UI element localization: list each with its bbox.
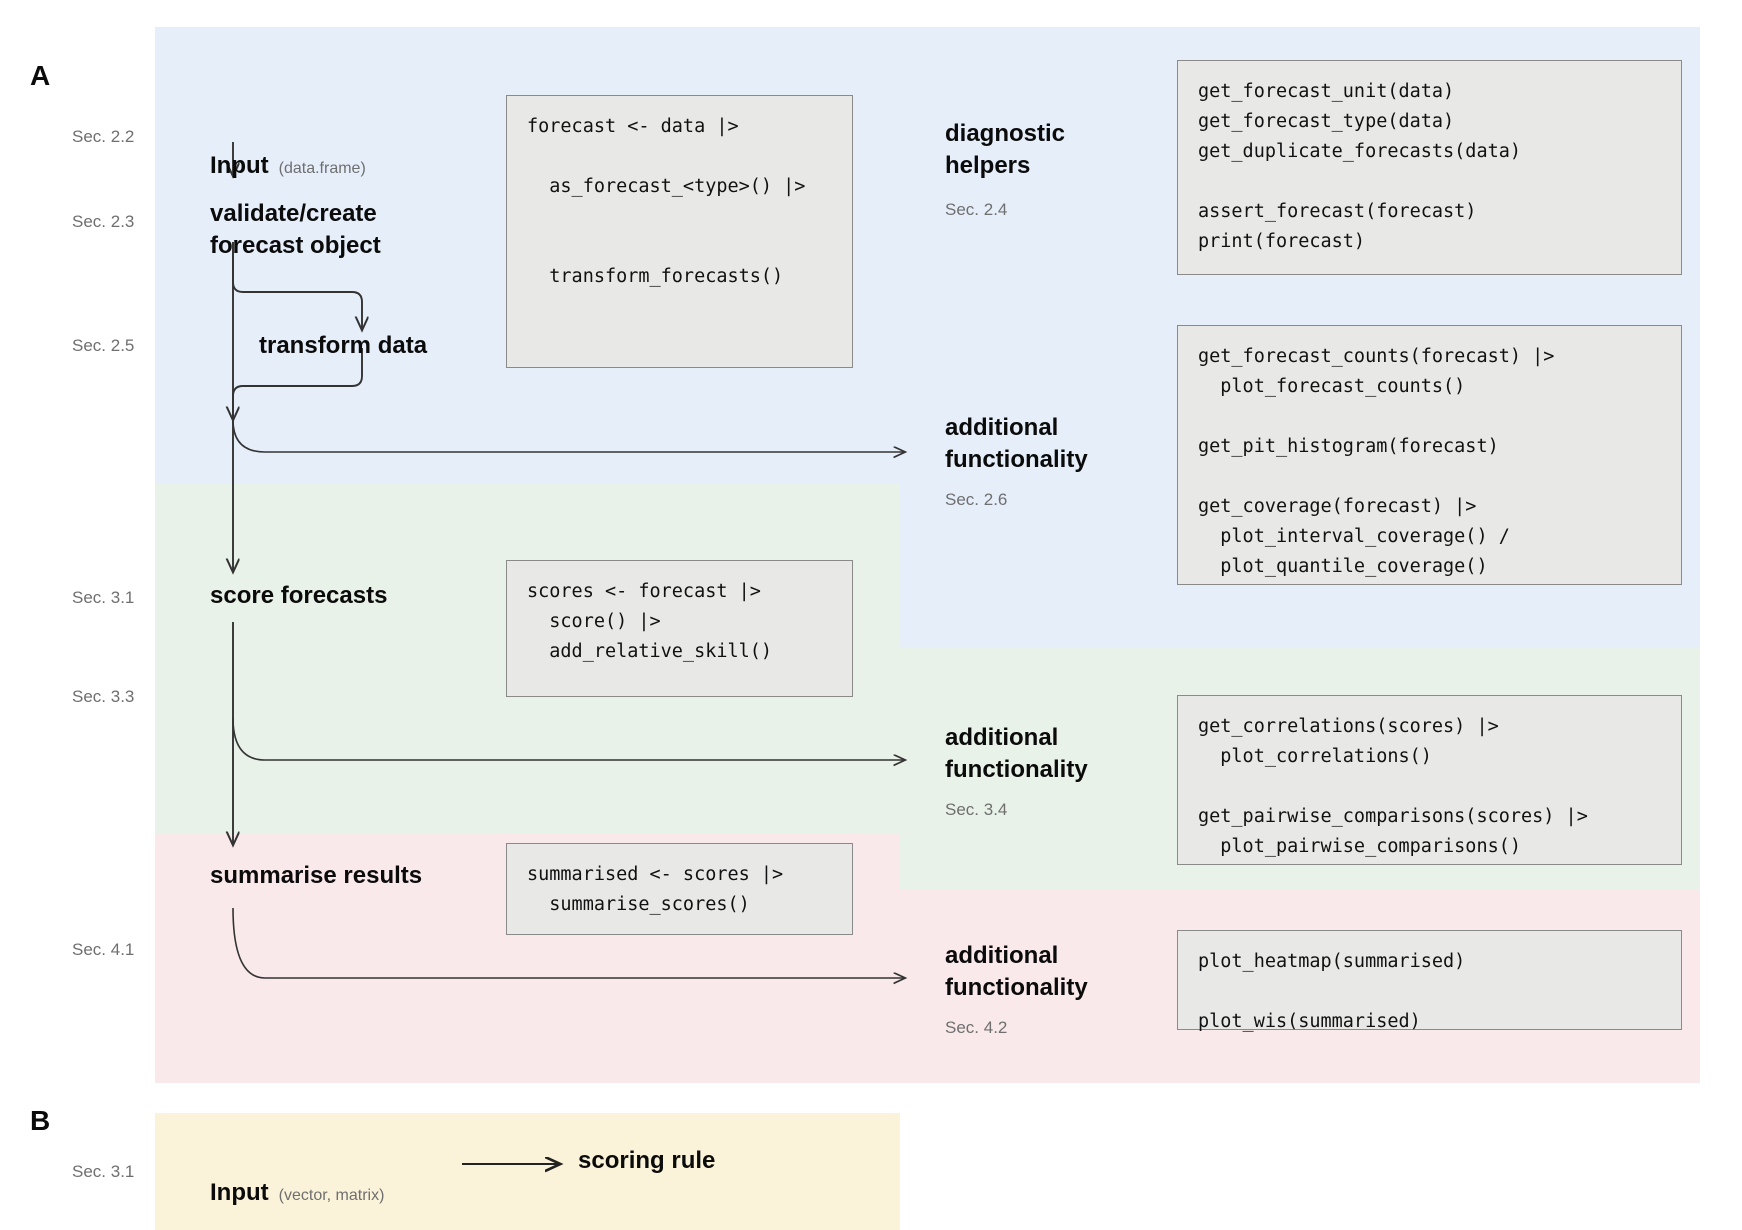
panel-b-input: Input (vector, matrix) (210, 1145, 384, 1209)
stage-additional-functionality-4-2: additional functionality (945, 942, 1088, 1001)
section-label-4-1: Sec. 4.1 (72, 940, 135, 959)
code-block-forecast-pipeline: forecast <- data |> as_forecast_<type>()… (506, 95, 853, 368)
code-block-forecast-extras: get_forecast_counts(forecast) |> plot_fo… (1177, 325, 1682, 585)
band-panel-b (155, 1113, 900, 1230)
stage-summarise-results: summarise results (210, 862, 423, 889)
section-label-2-2: Sec. 2.2 (72, 127, 135, 146)
stage-transform-data: transform data (259, 332, 428, 359)
stage-additional-functionality-3-4: additional functionality (945, 724, 1088, 783)
stage-input-annotation: (data.frame) (278, 159, 366, 177)
section-label-3-4: Sec. 3.4 (945, 800, 1008, 819)
section-label-2-6: Sec. 2.6 (945, 490, 1008, 509)
panel-b-letter: B (30, 1105, 51, 1136)
section-label-3-1: Sec. 3.1 (72, 588, 135, 607)
stage-diagnostic-helpers: diagnostic helpers (945, 120, 1066, 179)
section-label-b-3-1: Sec. 3.1 (72, 1162, 135, 1181)
section-label-2-4: Sec. 2.4 (945, 200, 1008, 219)
code-block-scores-extras: get_correlations(scores) |> plot_correla… (1177, 695, 1682, 865)
code-block-diagnostic-helpers: get_forecast_unit(data) get_forecast_typ… (1177, 60, 1682, 275)
code-block-scores-pipeline: scores <- forecast |> score() |> add_rel… (506, 560, 853, 697)
section-label-4-2: Sec. 4.2 (945, 1018, 1008, 1037)
stage-input-label: Input (210, 151, 269, 179)
panel-b-input-label: Input (210, 1178, 269, 1206)
stage-score-forecasts: score forecasts (210, 582, 388, 609)
stage-validate-create: validate/create forecast object (210, 200, 381, 259)
panel-b-input-annotation: (vector, matrix) (278, 1186, 385, 1204)
stage-additional-functionality-2-6: additional functionality (945, 414, 1088, 473)
code-block-summarised-pipeline: summarised <- scores |> summarise_scores… (506, 843, 853, 935)
section-label-2-5: Sec. 2.5 (72, 336, 135, 355)
stage-input: Input (data.frame) (210, 118, 366, 182)
section-label-3-3: Sec. 3.3 (72, 687, 135, 706)
section-label-2-3: Sec. 2.3 (72, 212, 135, 231)
code-block-summarised-extras: plot_heatmap(summarised) plot_wis(summar… (1177, 930, 1682, 1032)
panel-a-letter: A (30, 60, 51, 91)
panel-b-scoring-rule: scoring rule (578, 1147, 716, 1174)
